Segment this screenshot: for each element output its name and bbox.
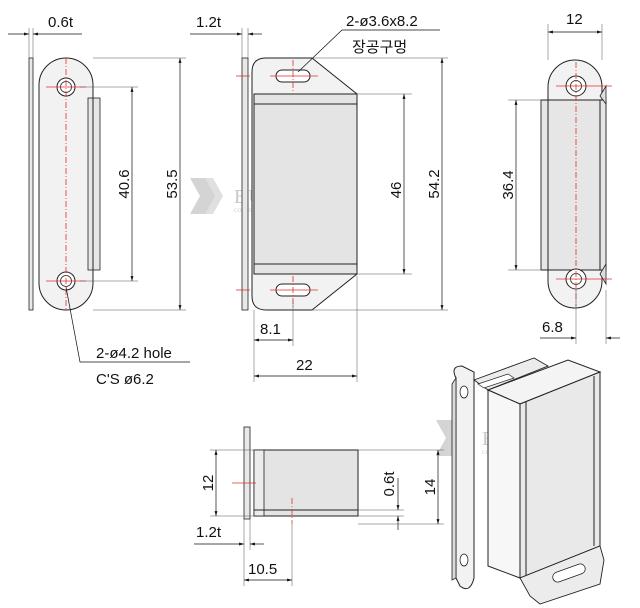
dim-side-overall-length: 54.2 [426, 169, 443, 198]
magnet-body [253, 449, 359, 517]
logo-chevron-icon [190, 178, 223, 214]
dim-front-thickness: 0.6t [48, 14, 74, 31]
mounting-plate [453, 365, 475, 590]
front-view: 0.6t 40.6 53.5 2-ø4.2 hole C'S ø6.2 [8, 14, 190, 388]
magnet-body [253, 93, 358, 275]
dim-front-overall-length: 53.5 [164, 169, 181, 198]
dim-bottom-plate-thickness: 0.6t [381, 471, 398, 497]
side-view: 1.2t 2-ø3.6x8.2 장공구멍 46 54.2 8.1 22 [190, 13, 448, 382]
dim-right-offset: 6.8 [542, 319, 563, 336]
mounting-hole [459, 553, 469, 567]
dim-side-thickness: 1.2t [196, 14, 222, 31]
note-slot-korean: 장공구멍 [352, 39, 407, 56]
note-slot: 2-ø3.6x8.2 [346, 13, 418, 30]
dim-side-depth: 22 [296, 357, 313, 374]
dim-bottom-height-inner: 12 [200, 475, 217, 492]
mounting-slot [552, 563, 586, 583]
dim-front-hole-pitch: 40.6 [116, 169, 133, 198]
dim-bottom-base-thickness: 1.2t [196, 524, 222, 541]
bottom-view: 12 0.6t 14 1.2t 10.5 [194, 426, 444, 586]
dim-bottom-height-outer: 14 [422, 479, 439, 496]
mounting-hole [459, 385, 469, 399]
dim-right-width: 12 [566, 11, 583, 28]
dim-side-body-length: 46 [388, 182, 405, 199]
note-hole: 2-ø4.2 hole [96, 345, 172, 362]
note-counterbore: C'S ø6.2 [96, 371, 154, 388]
dim-side-slot-offset: 8.1 [260, 321, 281, 338]
right-view: 12 36.4 6.8 [500, 11, 620, 344]
dim-right-hole-pitch: 36.4 [500, 170, 517, 199]
dim-bottom-length: 10.5 [248, 561, 277, 578]
isometric-view [451, 357, 605, 605]
